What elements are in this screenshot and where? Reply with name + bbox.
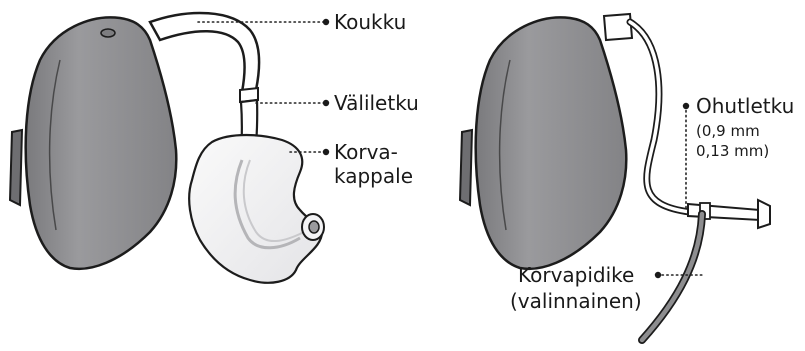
- leader-tubing-dot: [323, 100, 329, 106]
- leader-retention-dot: [655, 272, 661, 278]
- hook: [150, 13, 259, 92]
- retention-line-fill: [642, 214, 702, 340]
- leader-earmold-dot: [323, 149, 329, 155]
- thin-tube-connector: [604, 14, 632, 40]
- left-device-body: [26, 17, 177, 268]
- earmold-outlet-hole: [309, 221, 319, 233]
- label-thin-tube: Ohutletku: [696, 95, 794, 117]
- dome: [758, 200, 770, 228]
- label-thin-tube-spec2: 0,13 mm): [696, 142, 769, 160]
- retention-line: [642, 214, 702, 340]
- right-device-body: [476, 17, 627, 268]
- left-hearing-aid: [10, 13, 324, 283]
- label-earmold-line1: Korva-: [334, 141, 398, 163]
- label-hook: Koukku: [334, 11, 406, 33]
- right-side-button: [460, 130, 472, 205]
- thin-tube: [630, 22, 690, 212]
- label-thin-tube-spec1: (0,9 mm: [696, 122, 760, 140]
- label-retention-line1: Korvapidike: [518, 264, 634, 286]
- label-retention-line2: (valinnainen): [510, 290, 642, 312]
- label-earmold-line2: kappale: [334, 165, 413, 187]
- leader-thin-tube-dot: [683, 103, 689, 109]
- earmold: [189, 135, 322, 283]
- leader-hook-dot: [323, 19, 329, 25]
- left-side-button: [10, 130, 22, 205]
- label-tubing: Väliletku: [334, 92, 419, 114]
- left-microphone-port: [101, 29, 115, 37]
